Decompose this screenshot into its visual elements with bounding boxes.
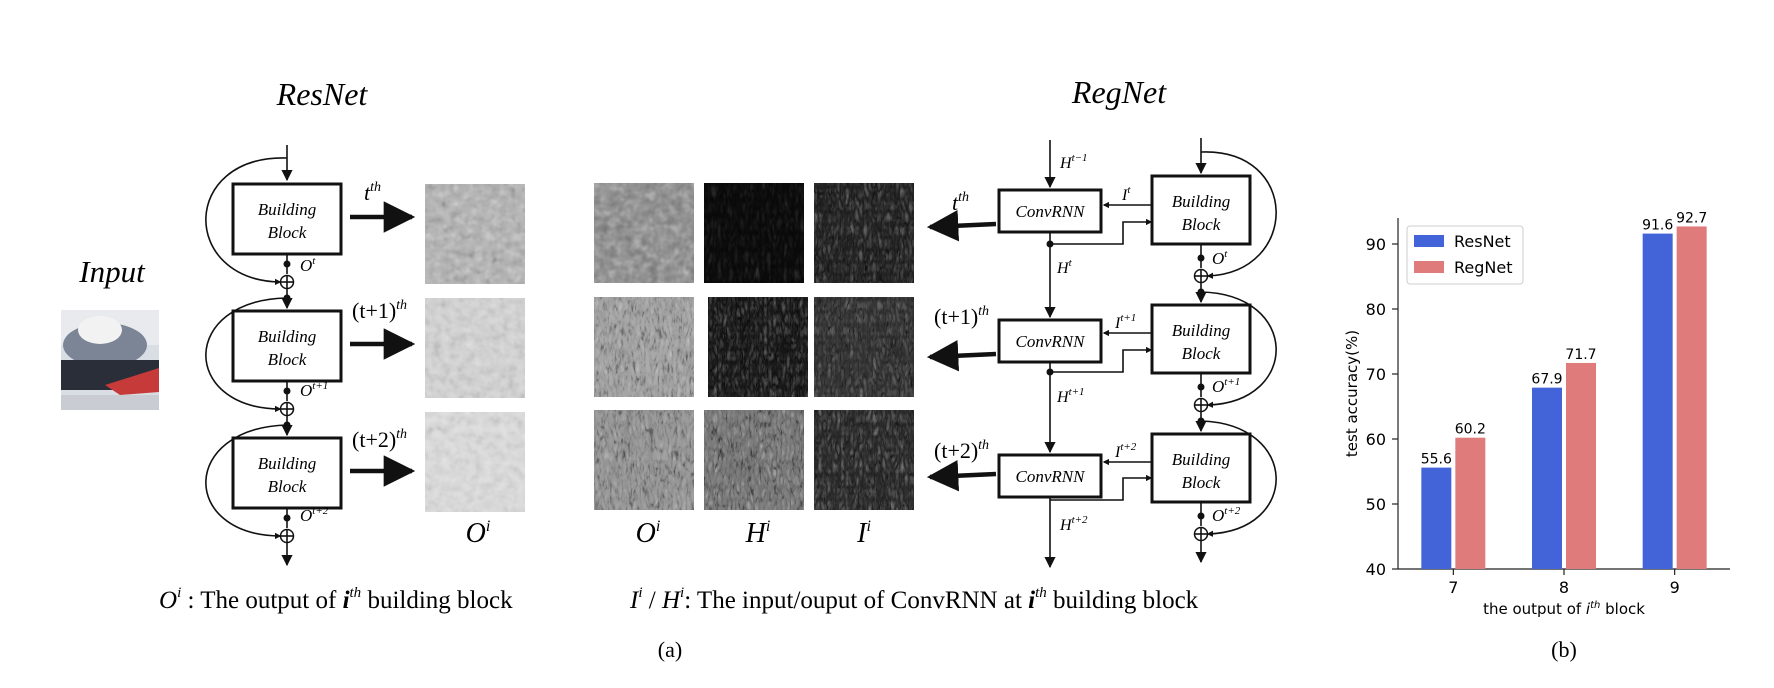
- convrnn-box-1: [997, 188, 1103, 234]
- resnet-col-label: Oi: [466, 518, 491, 549]
- block-text-line1: Building: [258, 327, 317, 346]
- bar-value-label: 92.7: [1676, 210, 1707, 226]
- regnet-col-label-o: Oi: [636, 518, 661, 549]
- regnet-building-block-2: [1150, 303, 1252, 375]
- regnet-i-map-3: [814, 410, 914, 510]
- x-tick-label: 8: [1559, 578, 1569, 597]
- input-image: [61, 310, 159, 410]
- resnet-output-3: Ot+2: [300, 505, 329, 525]
- hidden-state-1: Ht: [1056, 257, 1073, 277]
- input-label: Input: [78, 254, 146, 289]
- regnet-col-label-i: Ii: [856, 518, 871, 549]
- regnet-i-map-2: [814, 297, 914, 397]
- regnet-o-map-1: [594, 183, 694, 283]
- y-tick-label: 50: [1366, 495, 1386, 514]
- regnet-h-map-2: [708, 297, 808, 397]
- block-text-line2: Block: [1182, 344, 1221, 363]
- regnet-h-map-3: [704, 410, 804, 510]
- convrnn-box-2: [997, 318, 1103, 364]
- regnet-diagram: Ht−1 ConvRNN ConvRNN ConvRNN Ht Ht+1 Ht+…: [926, 138, 1277, 569]
- regnet-h-map-1: [704, 183, 804, 283]
- resnet-building-block-3: [231, 436, 343, 510]
- regnet-building-block-3: [1150, 432, 1252, 504]
- regnet-output-2: Ot+1: [1212, 376, 1240, 396]
- regnet-o-map-2: [594, 297, 694, 397]
- bar-resnet-9: [1642, 233, 1673, 569]
- caption-left: Oi : The output of ith building block: [159, 585, 513, 614]
- bar-value-label: 60.2: [1455, 422, 1486, 438]
- convrnn-box-3: [997, 453, 1103, 499]
- x-axis-label: the output of ith block: [1483, 600, 1645, 618]
- regnet-title: RegNet: [1071, 74, 1167, 110]
- regnet-i-map-1: [814, 183, 914, 283]
- regnet-step-label-3: (t+2)th: [934, 438, 989, 463]
- convrnn-label: ConvRNN: [1016, 332, 1087, 351]
- bar-resnet-8: [1532, 387, 1562, 569]
- legend-swatch-resnet: [1414, 235, 1444, 247]
- bar-regnet-9: [1676, 226, 1707, 569]
- block-text-line2: Block: [268, 223, 307, 242]
- resnet-feature-map-1: [425, 184, 525, 284]
- resnet-output-1: Ot: [300, 255, 316, 275]
- y-tick-label: 80: [1366, 300, 1386, 319]
- bar-value-label: 55.6: [1421, 452, 1452, 468]
- regnet-step-label-1: tth: [952, 190, 969, 215]
- block-text-line2: Block: [268, 350, 307, 369]
- regnet-input-2: It+1: [1114, 312, 1136, 332]
- resnet-title: ResNet: [276, 76, 369, 112]
- resnet-building-block-2: [231, 309, 343, 383]
- hidden-state-3: Ht+2: [1059, 514, 1088, 534]
- regnet-output-3: Ot+2: [1212, 505, 1241, 525]
- bar-value-label: 71.7: [1565, 347, 1596, 363]
- y-tick-label: 60: [1366, 430, 1386, 449]
- legend-swatch-regnet: [1414, 261, 1444, 273]
- resnet-output-2: Ot+1: [300, 380, 328, 400]
- legend-label-regnet: RegNet: [1454, 258, 1512, 277]
- convrnn-label: ConvRNN: [1016, 202, 1087, 221]
- convrnn-label: ConvRNN: [1016, 467, 1087, 486]
- y-tick-label: 40: [1366, 560, 1386, 579]
- regnet-input-3: It+2: [1114, 441, 1137, 461]
- bar-regnet-8: [1566, 362, 1596, 569]
- resnet-feature-map-3: [425, 412, 525, 512]
- regnet-col-label-h: Hi: [745, 518, 771, 549]
- panel-label-b: (b): [1551, 637, 1577, 662]
- step-label-2: (t+1)th: [352, 298, 407, 323]
- bar-value-label: 91.6: [1642, 218, 1673, 234]
- regnet-step-label-2: (t+1)th: [934, 304, 989, 329]
- y-tick-label: 90: [1366, 235, 1386, 254]
- block-text-line1: Building: [258, 200, 317, 219]
- x-tick-label: 9: [1670, 578, 1680, 597]
- resnet-diagram: Building Block Ot Building Block Ot+1 Bu…: [205, 145, 525, 567]
- block-text-line1: Building: [1172, 450, 1231, 469]
- block-text-line2: Block: [268, 477, 307, 496]
- bar-resnet-7: [1421, 467, 1452, 569]
- y-axis-label: test accuracy(%): [1343, 330, 1361, 457]
- legend-label-resnet: ResNet: [1454, 232, 1511, 251]
- resnet-feature-map-2: [425, 298, 525, 398]
- panel-label-a: (a): [658, 637, 682, 662]
- block-text-line2: Block: [1182, 215, 1221, 234]
- regnet-input-1: It: [1121, 184, 1131, 204]
- x-tick-label: 7: [1448, 578, 1458, 597]
- regnet-o-map-3: [594, 410, 694, 510]
- regnet-building-block-1: [1150, 174, 1252, 246]
- y-tick-label: 70: [1366, 365, 1386, 384]
- hidden-state-0: Ht−1: [1059, 152, 1088, 172]
- bar-regnet-7: [1455, 437, 1486, 569]
- regnet-feature-maps: Oi Hi Ii: [594, 183, 914, 549]
- block-text-line1: Building: [1172, 321, 1231, 340]
- step-label-1: tth: [364, 180, 381, 205]
- resnet-building-block-1: [231, 182, 343, 256]
- block-text-line1: Building: [258, 454, 317, 473]
- block-text-line2: Block: [1182, 473, 1221, 492]
- block-text-line1: Building: [1172, 192, 1231, 211]
- hidden-state-2: Ht+1: [1056, 386, 1085, 406]
- bar-value-label: 67.9: [1531, 372, 1562, 388]
- step-label-3: (t+2)th: [352, 427, 407, 452]
- regnet-output-1: Ot: [1212, 248, 1228, 268]
- caption-right: Ii / Hi: The input/ouput of ConvRNN at i…: [629, 585, 1199, 614]
